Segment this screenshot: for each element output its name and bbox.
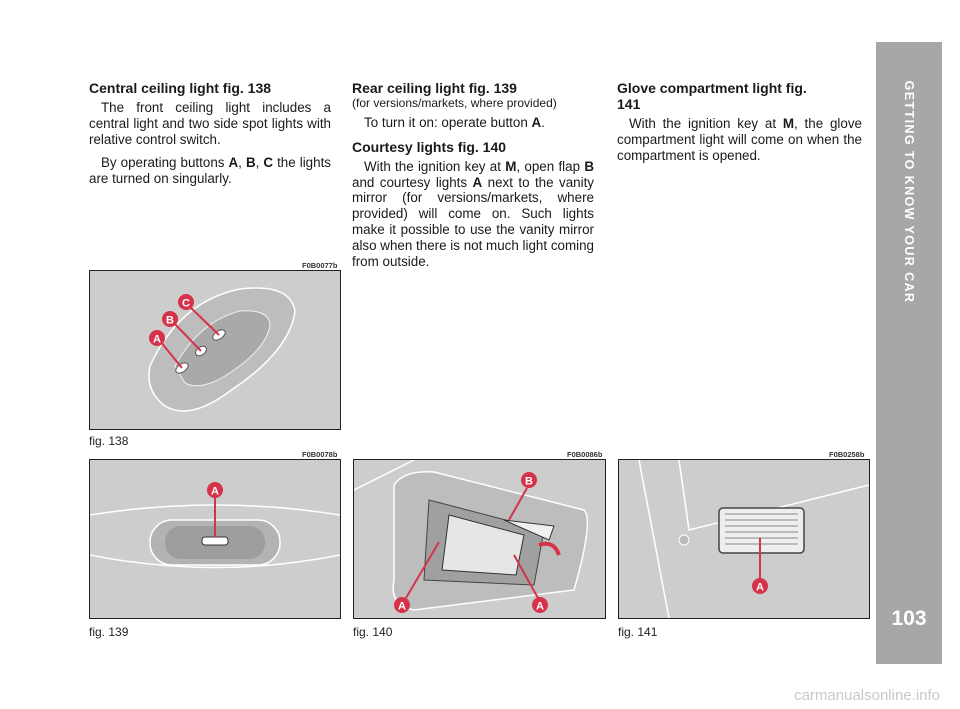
heading-rear-ceiling-light: Rear ceiling light fig. 139 (352, 80, 517, 96)
paragraph: By operating buttons A, B, C the lights … (89, 155, 331, 187)
column-rear-ceiling-light: Rear ceiling light fig. 139 (for version… (352, 80, 594, 277)
figure-138-image: A B C (89, 270, 341, 430)
fig139-label-a: A (211, 486, 219, 498)
fig140-label-a-left: A (398, 601, 406, 613)
figure-code: F0B0078b (302, 450, 338, 459)
chapter-sidebar (876, 42, 942, 664)
chapter-title: GETTING TO KNOW YOUR CAR (876, 42, 942, 342)
page-number: 103 (891, 607, 927, 630)
column-glove-compartment-light: Glove compartment light fig. 141 With th… (617, 80, 862, 171)
figure-141-image: A (618, 459, 870, 619)
figure-code: F0B0086b (567, 450, 603, 459)
figure-caption: fig. 140 (353, 625, 393, 639)
figure-code: F0B0258b (829, 450, 865, 459)
ceiling-light-illustration: A B C (90, 271, 340, 429)
figure-code: F0B0077b (302, 261, 338, 270)
heading-glove-compartment-light: Glove compartment light fig. 141 (617, 80, 807, 112)
column-central-ceiling-light: Central ceiling light fig. 138 The front… (89, 80, 331, 195)
figure-caption: fig. 138 (89, 434, 129, 448)
paragraph: The front ceiling light includes a centr… (89, 100, 331, 147)
vanity-mirror-illustration: B A A (354, 460, 605, 618)
watermark-text: carmanualsonline.info (794, 687, 940, 704)
chapter-title-text: GETTING TO KNOW YOUR CAR (902, 80, 916, 304)
rear-ceiling-light-illustration: A (90, 460, 340, 618)
fig138-label-b: B (166, 315, 174, 327)
figure-139-image: A (89, 459, 341, 619)
paragraph: To turn it on: operate button A. (364, 115, 545, 130)
subheading-versions: (for versions/markets, where provided) (352, 96, 557, 110)
heading-central-ceiling-light: Central ceiling light fig. 138 (89, 80, 272, 96)
figure-140-image: B A A (353, 459, 606, 619)
heading-courtesy-lights: Courtesy lights fig. 140 (352, 138, 507, 155)
footer: carmanualsonline.info (0, 679, 960, 709)
paragraph: With the ignition key at M, the glove co… (617, 116, 862, 163)
fig140-label-a-right: A (536, 601, 544, 613)
glove-compartment-illustration: A (619, 460, 869, 618)
fig140-label-b: B (525, 476, 533, 488)
fig138-label-c: C (182, 298, 190, 310)
paragraph: With the ignition key at M, open flap B … (352, 158, 594, 269)
figure-caption: fig. 139 (89, 625, 129, 639)
figure-caption: fig. 141 (618, 625, 658, 639)
fig138-label-a: A (153, 334, 161, 346)
fig141-label-a: A (756, 582, 764, 594)
